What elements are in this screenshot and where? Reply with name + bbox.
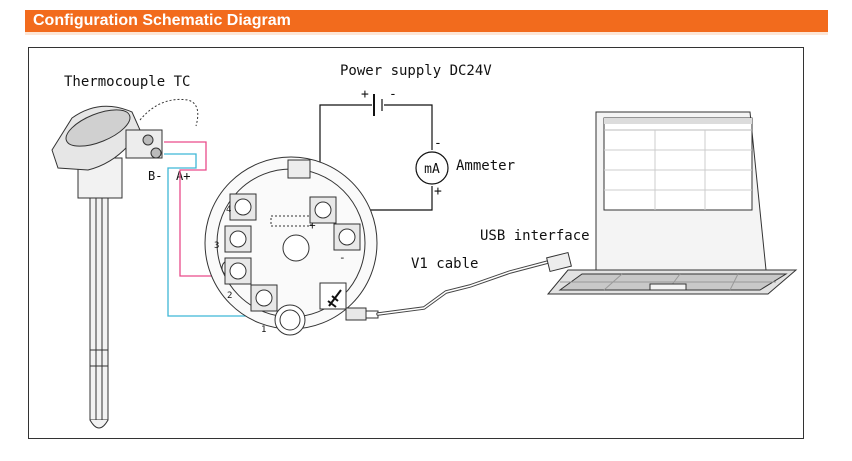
header-underline (25, 32, 828, 35)
ammeter-plus-sign: + (434, 184, 442, 199)
v1-cable-label: V1 cable (411, 256, 478, 272)
ammeter-icon (415, 151, 449, 185)
usb-connector-icon (546, 251, 572, 273)
laptop-icon (546, 111, 798, 295)
page-title: Configuration Schematic Diagram (33, 12, 291, 29)
ammeter-label: Ammeter (456, 158, 515, 174)
thermocouple-probe-icon (51, 105, 163, 429)
battery-symbol (373, 94, 383, 116)
terminal-minus-sign: - (339, 251, 346, 264)
terminal-number-1: 1 (261, 325, 266, 335)
terminal-number-4: 4 (226, 205, 231, 215)
usb-plug-icon (345, 307, 379, 321)
terminal-plus-sign: + (309, 219, 316, 232)
wire-a-plus (164, 141, 224, 277)
thermocouple-label: Thermocouple TC (64, 74, 190, 90)
wire-b-minus (164, 153, 250, 317)
transmitter-module-icon (204, 156, 378, 336)
b-minus-label: B- (148, 169, 162, 183)
ammeter-minus-sign: - (434, 136, 442, 151)
terminal-number-2: 2 (227, 291, 232, 301)
ammeter-symbol: mA (424, 162, 440, 177)
power-supply-label: Power supply DC24V (340, 63, 492, 79)
v1-cable-highlight (377, 261, 549, 315)
header-bar: Configuration Schematic Diagram (25, 10, 828, 32)
usb-interface-label: USB interface (480, 228, 590, 244)
probe-cover-outline (139, 98, 199, 127)
diagram-frame (28, 47, 804, 439)
a-plus-label: A+ (176, 169, 190, 183)
battery-plus-sign: + (361, 87, 369, 102)
battery-minus-sign: - (389, 87, 397, 102)
terminal-number-3: 3 (214, 241, 219, 251)
